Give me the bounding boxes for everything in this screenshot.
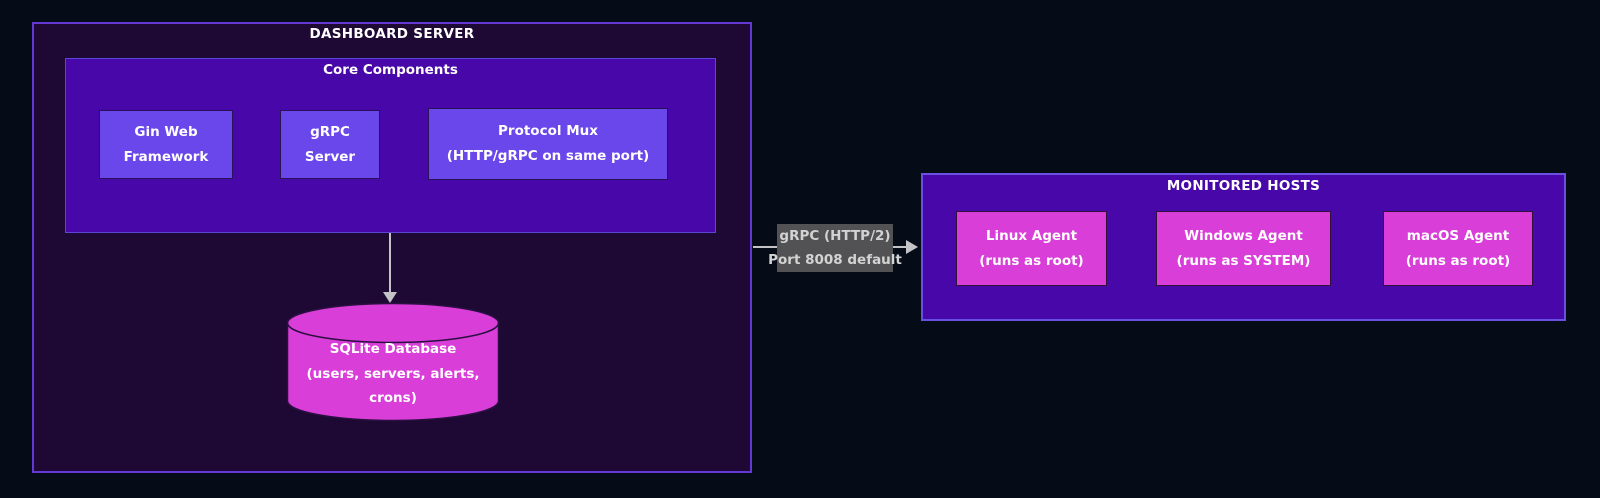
- arrowhead-down-icon: [383, 292, 397, 303]
- node-label-line: SQLite Database: [329, 341, 457, 357]
- node-grpc-server: gRPC Server: [280, 110, 380, 179]
- node-label-line: Linux Agent: [985, 227, 1078, 244]
- node-label-line: Gin Web: [134, 123, 198, 140]
- node-label-line: (users, servers, alerts,: [306, 365, 480, 382]
- dashboard-server-title: DASHBOARD SERVER: [309, 26, 475, 42]
- node-label-line: (runs as SYSTEM): [1176, 252, 1311, 269]
- node-label-line: crons): [369, 390, 417, 406]
- node-label-line: Windows Agent: [1184, 227, 1303, 244]
- edge-core-to-db-line: [389, 233, 391, 294]
- monitored-hosts-title: MONITORED HOSTS: [1166, 178, 1321, 194]
- node-protocol-mux: Protocol Mux (HTTP/gRPC on same port): [428, 108, 668, 180]
- node-label-line: Framework: [123, 148, 209, 165]
- arrowhead-right-icon: [906, 240, 918, 254]
- edge-label-line: Port 8008 default: [768, 252, 902, 268]
- node-label-line: (runs as root): [1405, 252, 1511, 269]
- node-label-line: (runs as root): [979, 252, 1084, 269]
- node-label-line: Protocol Mux: [498, 123, 598, 139]
- node-label-line: Server: [304, 148, 356, 165]
- node-gin-web-framework: Gin Web Framework: [99, 110, 233, 179]
- node-windows-agent: Windows Agent (runs as SYSTEM): [1156, 211, 1331, 286]
- node-label-line: macOS Agent: [1406, 227, 1510, 244]
- node-label-line: gRPC: [310, 123, 350, 140]
- node-linux-agent: Linux Agent (runs as root): [956, 211, 1107, 286]
- edge-label-line: gRPC (HTTP/2): [779, 228, 891, 244]
- database-cylinder-icon: [286, 302, 500, 422]
- node-label-line: (HTTP/gRPC on same port): [446, 148, 650, 164]
- edge-label-grpc-port: gRPC (HTTP/2) Port 8008 default: [768, 224, 902, 272]
- node-sqlite-database: SQLite Database (users, servers, alerts,…: [276, 337, 510, 411]
- node-macos-agent: macOS Agent (runs as root): [1383, 211, 1533, 286]
- core-components-title: Core Components: [323, 62, 458, 78]
